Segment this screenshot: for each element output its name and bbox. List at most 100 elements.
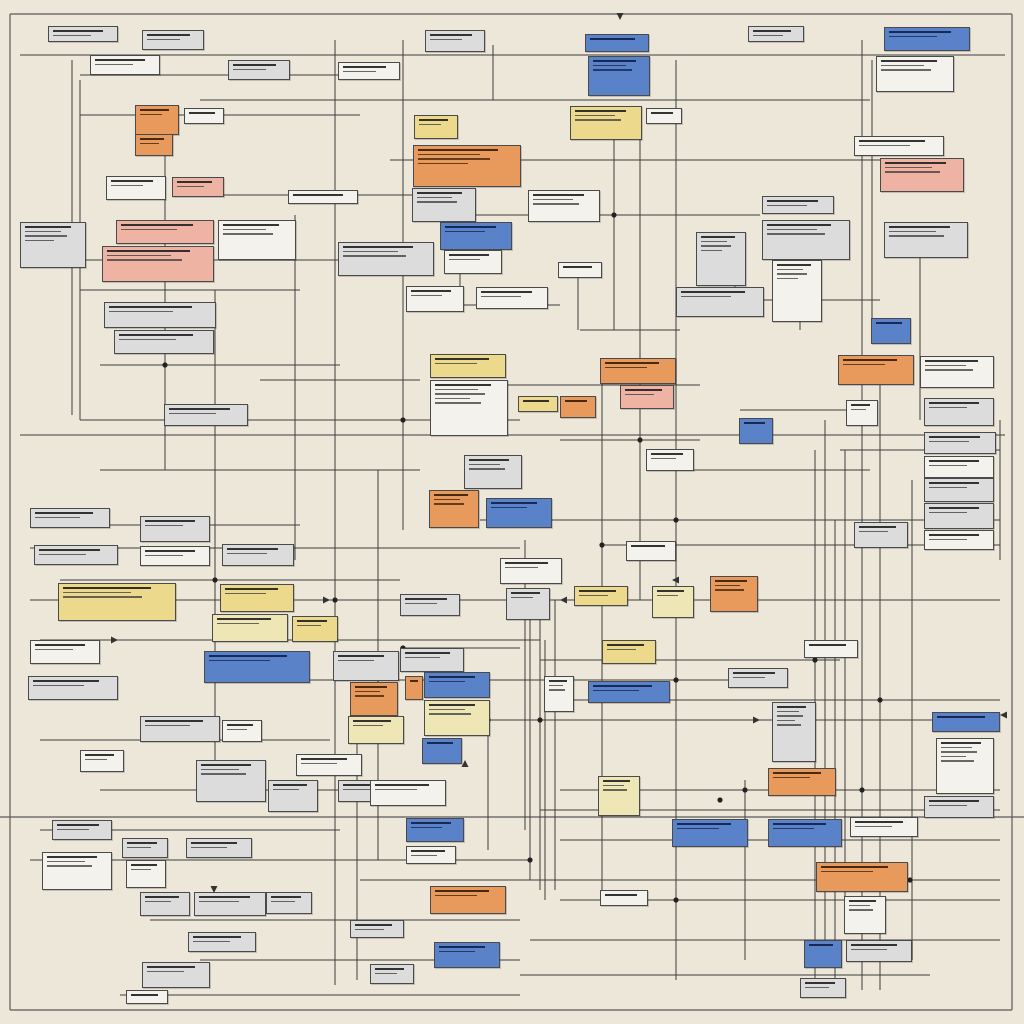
text-scribble — [193, 936, 241, 938]
text-scribble — [445, 226, 496, 228]
text-scribble — [885, 166, 932, 168]
node-gray — [222, 544, 294, 566]
node-white — [854, 136, 944, 156]
text-scribble — [651, 453, 683, 455]
junction-dot — [907, 877, 913, 883]
text-scribble — [429, 708, 465, 710]
text-scribble — [435, 894, 477, 896]
text-scribble — [338, 655, 384, 657]
text-scribble — [95, 59, 145, 61]
node-white — [626, 541, 676, 561]
text-scribble — [701, 249, 722, 251]
text-scribble — [607, 644, 644, 646]
text-scribble — [603, 780, 630, 782]
text-scribble — [191, 846, 227, 848]
text-scribble — [411, 850, 445, 852]
node-white — [338, 62, 400, 80]
text-scribble — [821, 870, 873, 872]
node-orange — [816, 862, 908, 892]
text-scribble — [549, 680, 567, 682]
text-scribble — [419, 119, 448, 121]
text-scribble — [533, 194, 584, 196]
text-scribble — [140, 142, 159, 144]
node-gray — [924, 478, 994, 502]
text-scribble — [25, 239, 54, 241]
junction-dot — [812, 657, 818, 663]
junction-dot — [742, 787, 748, 793]
text-scribble — [925, 360, 978, 362]
junction-dot — [400, 417, 406, 423]
node-gray — [266, 892, 312, 914]
text-scribble — [929, 460, 979, 462]
text-scribble — [111, 180, 153, 182]
text-scribble — [119, 334, 193, 336]
node-pale_yellow — [348, 716, 404, 744]
node-blue — [588, 56, 650, 96]
text-scribble — [33, 680, 99, 682]
node-orange — [560, 396, 596, 418]
text-scribble — [429, 680, 465, 682]
text-scribble — [355, 686, 387, 688]
text-scribble — [417, 192, 462, 194]
text-scribble — [343, 255, 406, 257]
node-gray — [140, 516, 210, 542]
text-scribble — [929, 511, 967, 513]
text-scribble — [375, 784, 429, 786]
text-scribble — [57, 828, 89, 830]
text-scribble — [225, 592, 266, 594]
node-white — [42, 852, 112, 890]
text-scribble — [701, 245, 731, 247]
text-scribble — [33, 684, 84, 686]
node-gray — [350, 920, 404, 938]
text-scribble — [575, 119, 621, 121]
text-scribble — [859, 140, 925, 142]
text-scribble — [445, 230, 485, 232]
node-gray — [425, 30, 485, 52]
text-scribble — [777, 724, 801, 726]
node-blue — [434, 942, 500, 968]
text-scribble — [777, 268, 803, 270]
text-scribble — [941, 760, 974, 762]
text-scribble — [434, 498, 460, 500]
text-scribble — [39, 553, 86, 555]
node-blue — [406, 818, 464, 842]
node-white — [444, 250, 502, 274]
text-scribble — [375, 788, 417, 790]
text-scribble — [434, 494, 468, 496]
text-scribble — [767, 224, 831, 226]
node-pale_yellow — [652, 586, 694, 618]
junction-dot — [673, 517, 679, 523]
node-gray — [333, 651, 399, 681]
node-white — [844, 896, 886, 934]
text-scribble — [929, 464, 967, 466]
node-blue — [204, 651, 310, 683]
text-scribble — [929, 538, 967, 540]
junction-dot — [527, 857, 533, 863]
node-blue — [672, 819, 748, 847]
text-scribble — [405, 652, 450, 654]
node-white — [126, 860, 166, 888]
text-scribble — [859, 526, 896, 528]
arrowhead — [672, 576, 679, 584]
text-scribble — [131, 994, 158, 996]
text-scribble — [95, 63, 133, 65]
text-scribble — [223, 228, 266, 230]
node-white — [140, 546, 210, 566]
text-scribble — [523, 400, 549, 402]
arrowhead — [210, 886, 218, 893]
node-gray — [464, 455, 522, 489]
text-scribble — [405, 602, 437, 604]
node-white — [558, 262, 602, 278]
node-salmon — [172, 177, 224, 197]
text-scribble — [593, 64, 626, 66]
text-scribble — [777, 706, 806, 708]
node-gray — [696, 232, 746, 286]
text-scribble — [147, 966, 195, 968]
node-white — [222, 720, 262, 742]
text-scribble — [929, 482, 979, 484]
text-scribble — [677, 827, 719, 829]
text-scribble — [301, 762, 337, 764]
node-orange — [430, 886, 506, 914]
text-scribble — [843, 359, 897, 361]
